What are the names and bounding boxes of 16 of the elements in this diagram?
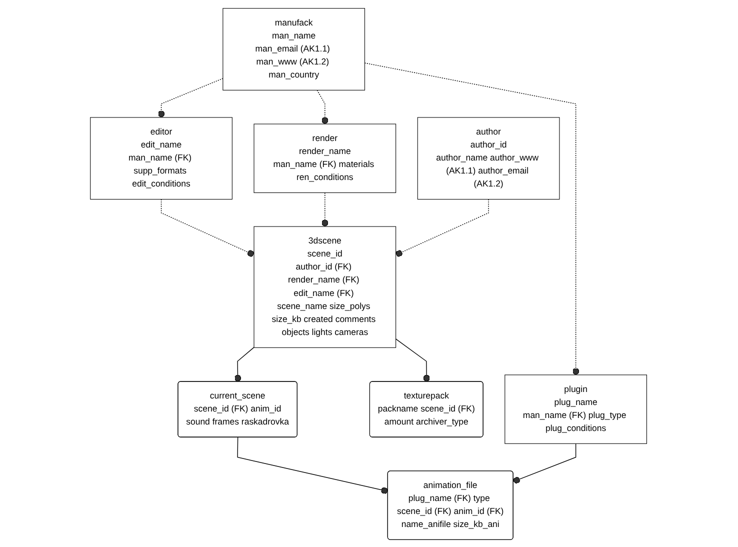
connector [513, 442, 577, 484]
connector [161, 198, 255, 256]
node-box: author author_id author_name author_www (AK1.1) author_email (AK1.2) [418, 116, 560, 200]
node-box: render render_name man_name (FK) materials ren_conditions [254, 123, 397, 192]
node-box: 3dscene scene_id author_id (FK) render_name (FK) edit_name (FK) scene_name size_polys size_kb created comments objects lights cameras [254, 226, 397, 348]
connector [364, 62, 580, 375]
node-box: manufack man_name man_email (AK1.1) man_www (AK1.2) man_country [223, 8, 366, 90]
connector [158, 78, 224, 118]
connector [234, 346, 255, 382]
connector [317, 89, 329, 124]
connector [396, 198, 490, 256]
connector [238, 436, 389, 494]
connector [322, 192, 329, 226]
connector [396, 338, 430, 382]
node-box: plugin plug_name man_name (FK) plug_type plug_conditions [505, 374, 648, 444]
node-box: editor edit_name man_name (FK) supp_formats edit_conditions [90, 116, 233, 200]
